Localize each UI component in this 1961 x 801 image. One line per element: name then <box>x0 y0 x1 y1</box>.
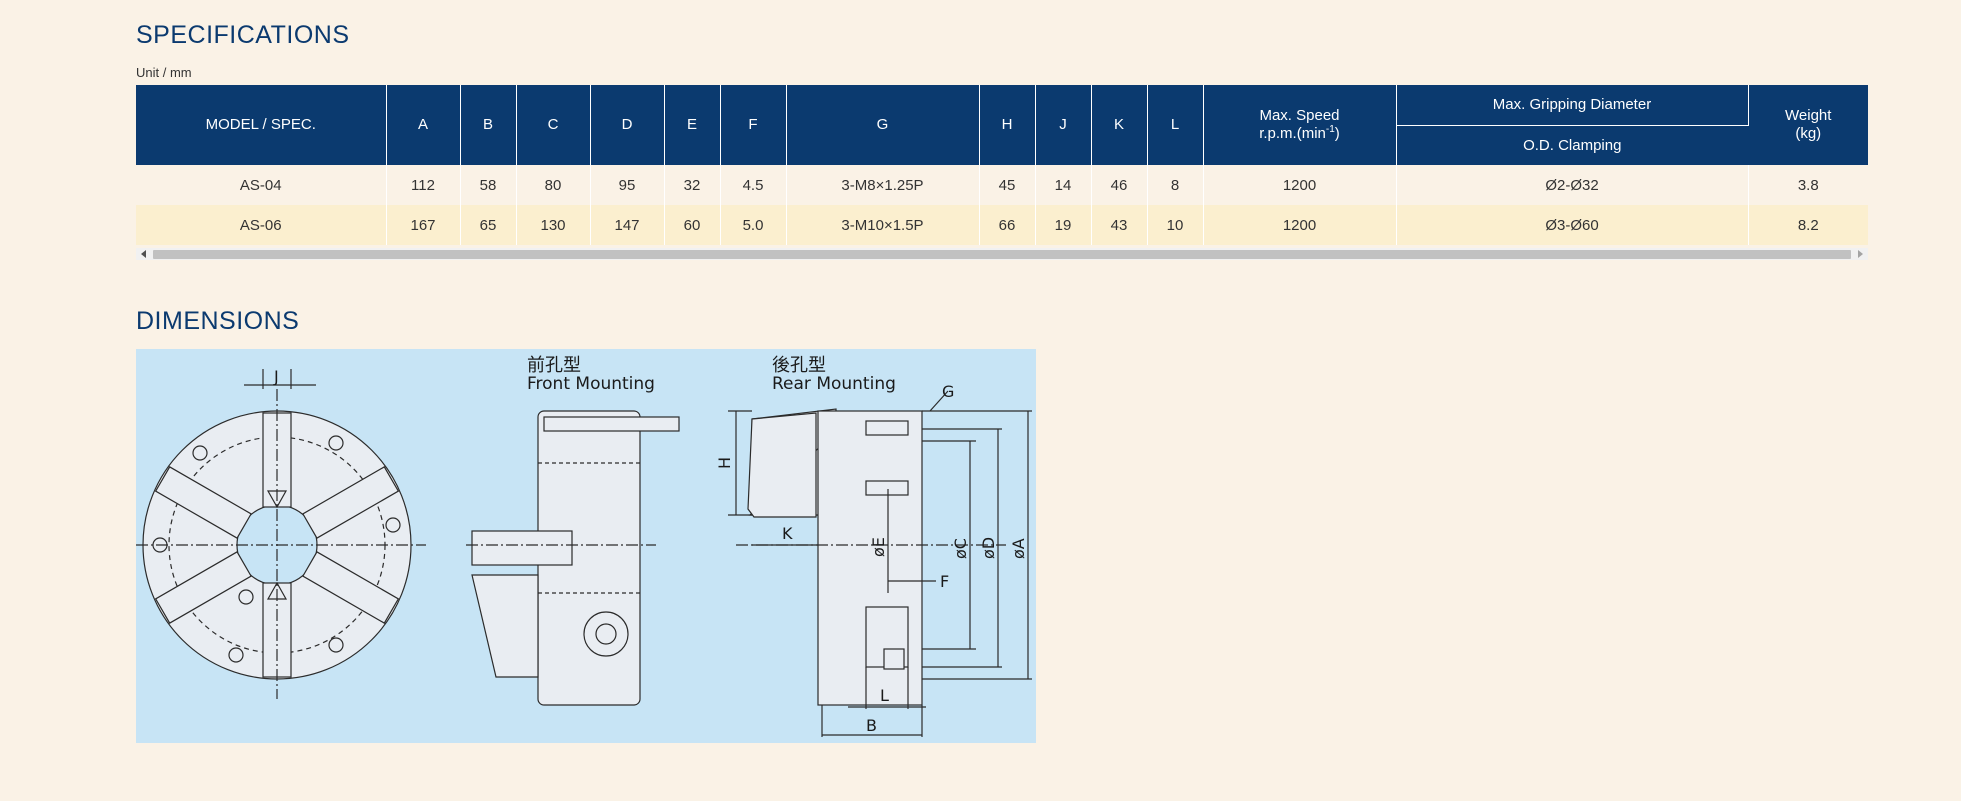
label-g: G <box>942 382 954 401</box>
cell-f: 5.0 <box>720 205 787 245</box>
cell-l: 10 <box>1147 205 1204 245</box>
header-col-j: J <box>1035 85 1092 165</box>
cell-weight: 8.2 <box>1748 205 1868 245</box>
front-mounting-en: Front Mounting <box>527 374 655 394</box>
cell-c: 80 <box>516 165 591 205</box>
cell-e: 32 <box>664 165 721 205</box>
label-c: øC <box>951 538 970 559</box>
cell-b: 65 <box>460 205 517 245</box>
header-col-b: B <box>460 85 517 165</box>
technical-drawing-svg: J 前孔型 Front Mounting 後孔型 Rear Mounting G… <box>136 355 1032 737</box>
dimensions-drawing: J 前孔型 Front Mounting 後孔型 Rear Mounting G… <box>136 349 1036 743</box>
dimensions-heading: DIMENSIONS <box>136 307 300 335</box>
header-col-l: L <box>1147 85 1204 165</box>
max-speed-line2: r.p.m.(min <box>1259 125 1326 142</box>
cell-g: 3-M10×1.5P <box>786 205 980 245</box>
label-d: øD <box>979 537 998 559</box>
chuck-front-view <box>136 369 426 699</box>
header-weight: Weight (kg) <box>1748 85 1868 165</box>
cell-e: 60 <box>664 205 721 245</box>
spec-table-container: MODEL / SPEC. A B C D E F G H J K L Max.… <box>136 85 1868 245</box>
cell-c: 130 <box>516 205 591 245</box>
header-col-f: F <box>720 85 787 165</box>
cell-model: AS-04 <box>136 165 387 205</box>
cell-k: 46 <box>1091 165 1148 205</box>
label-j: J <box>273 367 279 386</box>
weight-line2: (kg) <box>1795 125 1822 142</box>
scroll-left-icon[interactable] <box>141 250 146 258</box>
max-speed-sup: -1 <box>1325 124 1335 135</box>
header-col-e: E <box>664 85 721 165</box>
specifications-heading: SPECIFICATIONS <box>136 21 350 49</box>
cell-model: AS-06 <box>136 205 387 245</box>
header-col-g: G <box>786 85 980 165</box>
cell-a: 167 <box>386 205 461 245</box>
cell-speed: 1200 <box>1203 165 1397 205</box>
front-mounting-cn: 前孔型 <box>527 355 581 376</box>
front-mounting-side-view <box>466 410 680 706</box>
cell-f: 4.5 <box>720 165 787 205</box>
header-col-h: H <box>979 85 1036 165</box>
header-od-clamping: O.D. Clamping <box>1396 125 1748 165</box>
cell-weight: 3.8 <box>1748 165 1868 205</box>
cell-h: 66 <box>979 205 1036 245</box>
max-speed-line1: Max. Speed <box>1259 107 1340 124</box>
header-col-k: K <box>1091 85 1148 165</box>
cell-d: 147 <box>590 205 665 245</box>
cell-g: 3-M8×1.25P <box>786 165 980 205</box>
scroll-right-icon[interactable] <box>1858 250 1863 258</box>
cell-h: 45 <box>979 165 1036 205</box>
header-col-c: C <box>516 85 591 165</box>
cell-j: 14 <box>1035 165 1092 205</box>
cell-grip: Ø3-Ø60 <box>1396 205 1749 245</box>
label-h: H <box>715 457 734 469</box>
header-max-speed: Max. Speed r.p.m.(min-1) <box>1203 85 1397 165</box>
label-l: L <box>880 686 889 705</box>
cell-b: 58 <box>460 165 517 205</box>
label-f: F <box>940 572 949 591</box>
table-row: AS-06 167 65 130 147 60 5.0 3-M10×1.5P 6… <box>136 205 1868 245</box>
label-k: K <box>782 524 793 543</box>
max-speed-close: ) <box>1334 125 1340 142</box>
cell-grip: Ø2-Ø32 <box>1396 165 1749 205</box>
unit-label: Unit / mm <box>136 65 192 80</box>
label-a: øA <box>1009 538 1028 559</box>
scrollbar-thumb[interactable] <box>153 250 1851 259</box>
label-e: øE <box>869 537 888 557</box>
rear-mounting-en: Rear Mounting <box>772 374 896 394</box>
dimension-lines <box>728 390 1032 737</box>
header-col-d: D <box>590 85 665 165</box>
weight-line1: Weight <box>1785 107 1832 124</box>
cell-l: 8 <box>1147 165 1204 205</box>
cell-j: 19 <box>1035 205 1092 245</box>
rear-mounting-side-view <box>736 408 1006 706</box>
table-row: AS-04 112 58 80 95 32 4.5 3-M8×1.25P 45 … <box>136 165 1868 205</box>
cell-a: 112 <box>386 165 461 205</box>
header-col-a: A <box>386 85 461 165</box>
spec-table: MODEL / SPEC. A B C D E F G H J K L Max.… <box>136 85 1868 245</box>
cell-k: 43 <box>1091 205 1148 245</box>
cell-d: 95 <box>590 165 665 205</box>
header-max-grip: Max. Gripping Diameter <box>1396 85 1749 126</box>
label-b: B <box>866 716 877 735</box>
horizontal-scrollbar[interactable] <box>136 248 1868 260</box>
rear-mounting-cn: 後孔型 <box>772 355 826 376</box>
header-model: MODEL / SPEC. <box>136 85 387 165</box>
cell-speed: 1200 <box>1203 205 1397 245</box>
